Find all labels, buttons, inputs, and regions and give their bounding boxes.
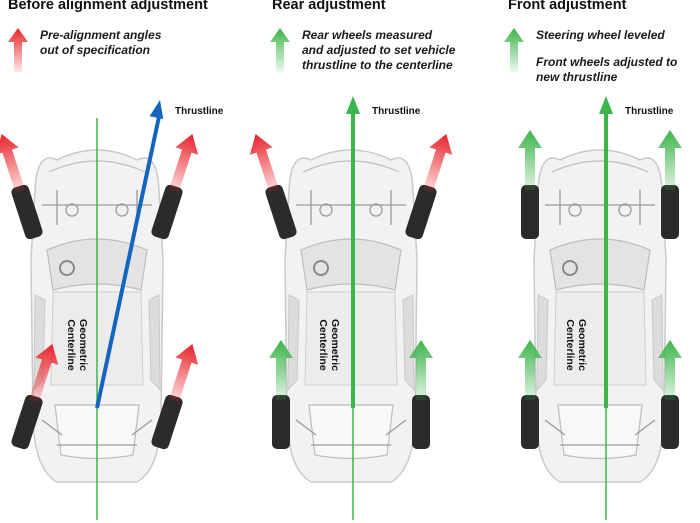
green-arrow-icon [270, 28, 290, 72]
steering-wheel-icon [562, 260, 578, 276]
steering-wheel-icon [59, 260, 75, 276]
rear-wheel-arrow-icon [518, 340, 542, 400]
car-diagram [249, 96, 453, 520]
rear-wheel [269, 340, 293, 449]
panel-front-adjustment: Front adjustment Steering wheel leveled … [480, 0, 700, 523]
thrustline-label: Thrustline [175, 106, 224, 117]
steering-wheel-icon [313, 260, 329, 276]
rear-window [308, 404, 394, 460]
note-pre-alignment: Pre-alignment angles out of specificatio… [40, 28, 162, 57]
note-front-wheels: Front wheels adjusted to new thrustline [536, 55, 678, 84]
front-wheel [518, 130, 542, 239]
thrustline-label: Thrustline [625, 106, 674, 117]
geometric-centerline-label: Geometric Centerline [564, 319, 588, 371]
front-component [369, 203, 383, 217]
rear-wheel [409, 340, 433, 449]
left-window [287, 294, 300, 392]
front-wheel-arrow-icon [518, 130, 542, 190]
front-wheel [151, 134, 199, 240]
tire [521, 185, 539, 239]
front-wheel-arrow-icon [0, 134, 25, 193]
panel-title: Front adjustment [508, 0, 627, 13]
front-wheel-arrow-icon [423, 134, 453, 193]
thrustline-label: Thrustline [372, 106, 421, 117]
tire [661, 185, 679, 239]
right-window [148, 294, 161, 392]
panel-rear-adjustment: Rear adjustment Rear wheels measured and… [249, 0, 487, 523]
rear-suspension [544, 419, 656, 446]
panel-title: Rear adjustment [272, 0, 386, 13]
right-window [402, 294, 415, 392]
rear-wheel-arrow-icon [169, 344, 199, 403]
tire [11, 184, 43, 240]
tire [265, 184, 297, 240]
rear-wheel-arrow-icon [658, 340, 682, 400]
front-wheel [249, 134, 297, 240]
note-rear-wheels: Rear wheels measured and adjusted to set… [302, 28, 456, 72]
tire [521, 395, 539, 449]
rear-wheel [658, 340, 682, 449]
rear-wheel [11, 344, 59, 450]
rear-wheel-arrow-icon [29, 344, 59, 403]
green-arrow-icon [504, 28, 524, 72]
thrustline-arrowhead-icon [599, 96, 613, 114]
front-suspension [545, 190, 655, 225]
front-component [568, 203, 582, 217]
geometric-centerline-label: Geometric Centerline [317, 319, 341, 371]
tire [151, 184, 183, 240]
front-wheel [405, 134, 453, 240]
thrustline-arrowhead-icon [346, 96, 360, 114]
thrustline [95, 111, 162, 409]
rear-wheel-arrow-icon [409, 340, 433, 400]
tire [151, 394, 183, 450]
windshield [549, 238, 651, 291]
front-component [618, 203, 632, 217]
hood-line [551, 160, 649, 173]
tire [11, 394, 43, 450]
rear-wheel-arrow-icon [269, 340, 293, 400]
panel-before-alignment: Before alignment adjustment Pre-alignmen… [0, 0, 233, 523]
rear-suspension [295, 419, 407, 446]
rear-wheel [518, 340, 542, 449]
roof [553, 291, 647, 386]
tire [272, 395, 290, 449]
panel-title: Before alignment adjustment [8, 0, 208, 13]
car-diagram [0, 100, 199, 520]
thrustline-arrowhead-icon [149, 100, 164, 120]
tire [412, 395, 430, 449]
front-component [65, 203, 79, 217]
front-component [115, 203, 129, 217]
car-diagram [518, 96, 682, 520]
tire [661, 395, 679, 449]
front-wheel [0, 134, 43, 240]
front-wheel [658, 130, 682, 239]
rear-wheel [151, 344, 199, 450]
rear-window [557, 404, 643, 460]
front-component [319, 203, 333, 217]
left-window [536, 294, 549, 392]
tire [405, 184, 437, 240]
geometric-centerline-label: Geometric Centerline [65, 319, 89, 371]
front-wheel-arrow-icon [249, 134, 279, 193]
front-wheel-arrow-icon [169, 134, 199, 193]
note-steering-wheel: Steering wheel leveled [536, 28, 665, 42]
right-window [651, 294, 664, 392]
red-arrow-icon [8, 28, 28, 72]
front-wheel-arrow-icon [658, 130, 682, 190]
